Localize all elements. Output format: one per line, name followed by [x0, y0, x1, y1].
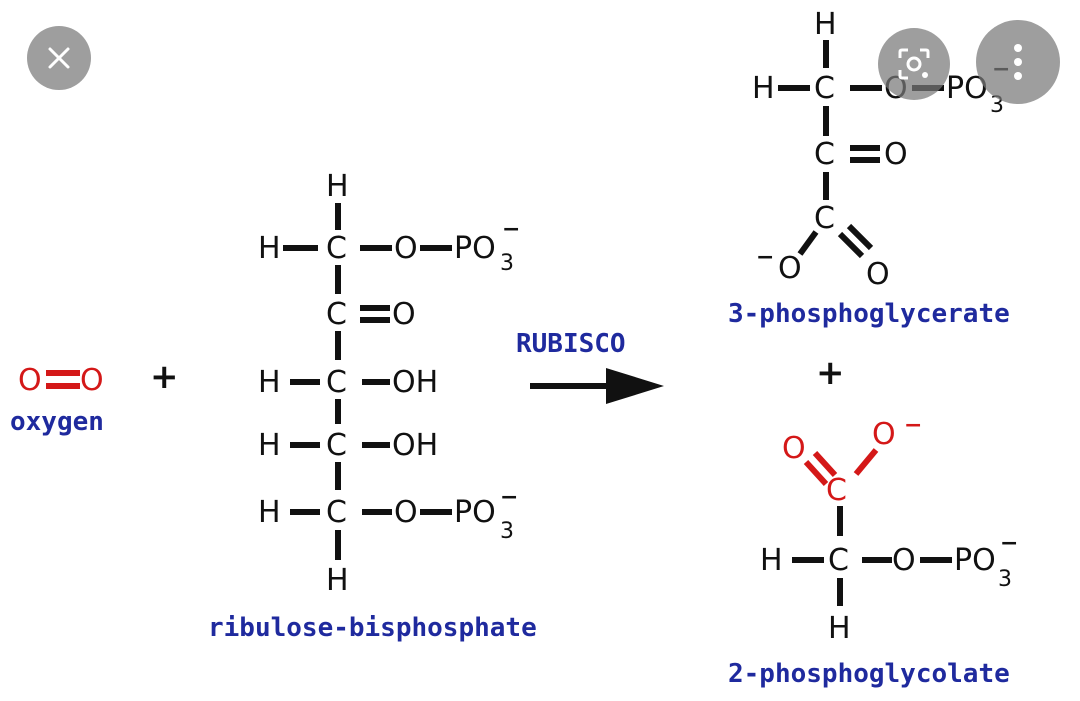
close-icon — [48, 47, 70, 69]
double-bond — [803, 459, 829, 487]
atom-h: H — [258, 365, 281, 400]
ribulose-bisphosphate-structure: H H C O PO 3 − C O H C OH H C OH H C — [258, 169, 520, 598]
charge: − — [1000, 531, 1018, 556]
subscript: 3 — [500, 251, 514, 276]
atom-c: C — [814, 71, 835, 106]
ribulose-bisphosphate-label: ribulose-bisphosphate — [208, 613, 537, 643]
phosphoglycolate-label: 2-phosphoglycolate — [728, 659, 1010, 689]
hydroxyl-group: OH — [392, 428, 438, 463]
atom-o: O — [866, 257, 890, 292]
oxygen-atom: O — [80, 363, 104, 398]
charge: − — [502, 217, 520, 242]
arrow-head — [606, 368, 664, 404]
atom-o: O — [394, 495, 418, 530]
atom-c: C — [326, 365, 347, 400]
charge: − — [904, 413, 922, 438]
atom-c: C — [814, 137, 835, 172]
vertical-dots-icon — [1014, 44, 1022, 80]
atom-c: C — [326, 231, 347, 266]
lens-search-icon — [898, 48, 930, 80]
carbon-atom: C — [826, 473, 847, 508]
plus-sign: + — [816, 353, 845, 393]
atom-c: C — [326, 297, 347, 332]
phosphoglycolate-structure: O O − C H C O PO 3 − H — [760, 413, 1018, 646]
subscript: 3 — [998, 567, 1012, 592]
oxygen-molecule: O O — [18, 363, 104, 398]
atom-h: H — [326, 169, 349, 204]
hydroxyl-group: OH — [392, 365, 438, 400]
atom-h: H — [326, 563, 349, 598]
oxygen-atom: O — [18, 363, 42, 398]
phosphate-group: PO — [454, 231, 496, 266]
oxygen-label: oxygen — [10, 407, 104, 437]
atom-o: O — [892, 543, 916, 578]
atom-h: H — [258, 428, 281, 463]
phosphate-group: PO — [954, 543, 996, 578]
atom-o: O — [884, 137, 908, 172]
atom-c: C — [326, 428, 347, 463]
reaction-arrow — [530, 368, 664, 404]
phosphoglycerate-label: 3-phosphoglycerate — [728, 299, 1010, 329]
oxygen-atom: O — [872, 417, 896, 452]
atom-h: H — [258, 495, 281, 530]
more-options-button[interactable] — [976, 20, 1060, 104]
oxygen-atom: O — [782, 431, 806, 466]
close-button[interactable] — [27, 26, 91, 90]
double-bond — [837, 231, 865, 259]
atom-o: O — [392, 297, 416, 332]
atom-c: C — [814, 201, 835, 236]
double-bond — [812, 450, 838, 478]
enzyme-label: RUBISCO — [516, 329, 626, 359]
charge: − — [500, 485, 518, 510]
visual-search-button[interactable] — [878, 28, 950, 100]
charge: − — [756, 245, 774, 270]
double-bond — [846, 223, 874, 251]
phosphate-group: PO — [454, 495, 496, 530]
subscript: 3 — [500, 519, 514, 544]
atom-c: C — [326, 495, 347, 530]
plus-sign: + — [150, 357, 179, 397]
atom-h: H — [814, 7, 837, 42]
single-bond — [797, 230, 819, 256]
atom-h: H — [258, 231, 281, 266]
atom-h: H — [752, 71, 775, 106]
atom-c: C — [828, 543, 849, 578]
atom-o: O — [394, 231, 418, 266]
single-bond — [853, 448, 879, 476]
atom-o: O — [778, 251, 802, 286]
atom-h: H — [760, 543, 783, 578]
atom-h: H — [828, 611, 851, 646]
